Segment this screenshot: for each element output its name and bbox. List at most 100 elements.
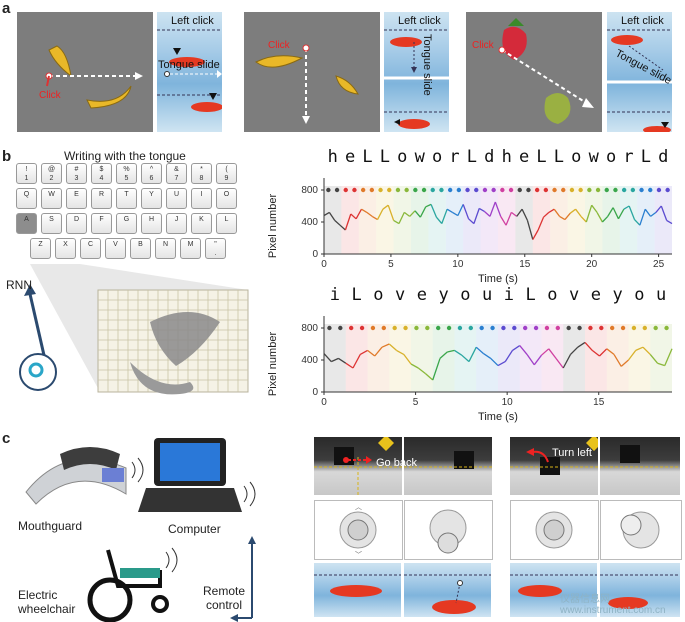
label-dot (522, 325, 528, 331)
click-label: Click (39, 90, 62, 101)
key[interactable]: T (116, 188, 137, 209)
written-letter: o (606, 147, 616, 167)
signal-segment (570, 346, 579, 355)
label-dot (381, 325, 387, 331)
label-dot (642, 325, 648, 331)
key[interactable]: ! 1 (16, 163, 37, 184)
key[interactable]: V (105, 238, 126, 259)
cursor-icon (46, 75, 50, 87)
x-tick-label: 0 (321, 397, 327, 408)
label-dot (534, 187, 540, 193)
signal-segment (516, 208, 523, 217)
y-tick-label: 0 (312, 249, 318, 260)
key[interactable]: A (16, 213, 37, 234)
key[interactable]: I (191, 188, 212, 209)
signal-segment (512, 345, 521, 351)
key[interactable]: & 7 (166, 163, 187, 184)
label-dot (595, 187, 601, 193)
signal-segment (639, 208, 646, 226)
key[interactable]: U (166, 188, 187, 209)
written-letter: L (380, 147, 390, 167)
key[interactable]: Y (141, 188, 162, 209)
signal-segment (352, 354, 361, 369)
signal-segment (627, 350, 637, 361)
signal-segment (323, 211, 330, 217)
signal-segment (468, 218, 475, 225)
key[interactable]: X (55, 238, 76, 259)
segment-band (606, 324, 629, 392)
key[interactable]: S (41, 213, 62, 234)
written-letter: h (328, 147, 338, 167)
key[interactable]: B (130, 238, 151, 259)
signal-segment (510, 211, 518, 217)
key[interactable]: J (166, 213, 187, 234)
svg-text:﹀: ﹀ (355, 551, 362, 559)
key[interactable]: E (66, 188, 87, 209)
key[interactable]: " . (205, 238, 226, 259)
key[interactable]: ^ 6 (141, 163, 162, 184)
arrow-head-icon (24, 284, 36, 296)
key[interactable]: L (216, 213, 237, 234)
segment-band (650, 324, 672, 392)
written-letter: i (330, 285, 340, 305)
key[interactable]: N (155, 238, 176, 259)
label-dot (630, 187, 636, 193)
label-dot (577, 325, 582, 331)
segment-band (393, 186, 411, 254)
label-dot (491, 187, 496, 193)
key[interactable]: $ 4 (91, 163, 112, 184)
signal-segment (446, 208, 453, 213)
signal-segment (462, 204, 470, 220)
joystick-4 (600, 500, 682, 560)
key[interactable]: D (66, 213, 87, 234)
key[interactable]: W (41, 188, 62, 209)
key[interactable]: C (80, 238, 101, 259)
gear-icon (28, 362, 44, 378)
key[interactable]: R (91, 188, 112, 209)
key[interactable]: % 5 (116, 163, 137, 184)
computer-label: Computer (168, 522, 221, 536)
x-tick-label: 5 (388, 259, 394, 270)
scene-2-heatmap: Left click Tongue slide (384, 12, 449, 132)
key[interactable]: O (216, 188, 237, 209)
label-dot (512, 325, 517, 331)
label-dot (555, 325, 561, 331)
key[interactable]: ( 9 (216, 163, 237, 184)
key[interactable]: F (91, 213, 112, 234)
label-dot (653, 325, 658, 331)
signal-segment (374, 346, 383, 357)
signal-segment (490, 357, 499, 367)
signal-segment (457, 204, 464, 216)
label-dot (360, 187, 366, 193)
pressure-spot (169, 57, 205, 67)
signal-segment (541, 348, 550, 356)
signal-segment (526, 354, 535, 366)
key[interactable]: @ 2 (41, 163, 62, 184)
segment-band (411, 324, 433, 392)
rnn-label: RNN (6, 278, 32, 292)
key[interactable]: H (141, 213, 162, 234)
signal-segment (478, 207, 485, 213)
key[interactable]: Z (30, 238, 51, 259)
label-dot (578, 187, 583, 193)
key[interactable]: # 3 (66, 163, 87, 184)
signal-segment (435, 216, 443, 225)
label-dot (348, 325, 354, 331)
key[interactable]: Q (16, 188, 37, 209)
signal-segment (447, 349, 455, 353)
label-dot (403, 325, 408, 331)
scene-2-screen: Click (244, 12, 380, 132)
signal-segment (330, 357, 339, 363)
turn-left-overlay: Turn left (526, 447, 592, 463)
signal-segment (483, 353, 492, 359)
key[interactable]: M (180, 238, 201, 259)
signal-segment (398, 212, 405, 224)
key[interactable]: * 8 (191, 163, 212, 184)
scene-3-screen: Click (466, 12, 602, 132)
signal-segment (660, 205, 668, 221)
key[interactable]: K (191, 213, 212, 234)
signal-segment (494, 201, 502, 217)
key[interactable]: G (116, 213, 137, 234)
banana-icon (48, 45, 72, 78)
